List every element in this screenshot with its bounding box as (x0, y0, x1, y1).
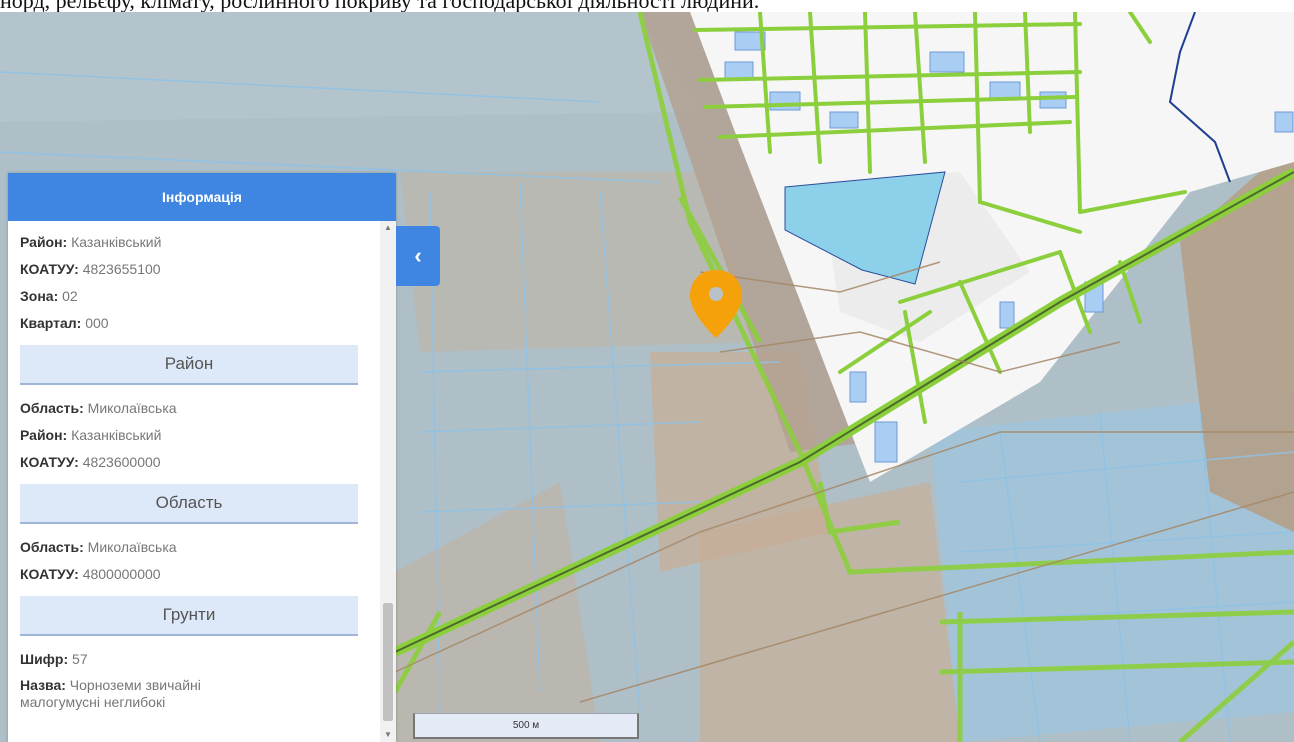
field-zona: Зона: 02 (20, 288, 78, 304)
section-header-rayon[interactable]: Район (20, 345, 358, 385)
field-oblast: Область: Миколаївська (20, 400, 177, 416)
field-koatuu: КОАТУУ: 4823600000 (20, 454, 161, 470)
scroll-up-arrow-icon[interactable]: ▲ (384, 223, 392, 232)
collapse-panel-button[interactable]: ‹ (396, 226, 440, 286)
field-nazva: Назва: Чорноземи звичайні малогумусні не… (20, 677, 201, 710)
info-panel-body: Район: Казанківський КОАТУУ: 4823655100 … (8, 221, 380, 742)
info-panel-header: Інформація (8, 173, 396, 221)
section-header-grunty[interactable]: Грунти (20, 596, 358, 636)
map-scale-bar: 500 м (413, 713, 639, 739)
map-canvas[interactable] (0, 12, 1294, 742)
map-pin-icon[interactable] (690, 270, 742, 338)
field-oblast: Область: Миколаївська (20, 539, 177, 555)
top-page-text-fragment: норд, рельєфу, клімату, рослинного покри… (0, 0, 1294, 12)
panel-scrollbar[interactable]: ▲ ▼ (380, 221, 396, 742)
section-header-oblast[interactable]: Область (20, 484, 358, 524)
map-layers (0, 12, 1294, 742)
field-kvartal: Квартал: 000 (20, 315, 109, 331)
field-rayon: Район: Казанківський (20, 234, 162, 250)
field-rayon: Район: Казанківський (20, 427, 162, 443)
scale-label: 500 м (512, 720, 540, 731)
field-koatuu: КОАТУУ: 4800000000 (20, 566, 161, 582)
field-koatuu: КОАТУУ: 4823655100 (20, 261, 161, 277)
info-panel: Інформація Район: Казанківський КОАТУУ: … (8, 173, 396, 742)
scroll-down-arrow-icon[interactable]: ▼ (384, 730, 392, 739)
field-shyfr: Шифр: 57 (20, 651, 88, 667)
scrollbar-thumb[interactable] (383, 603, 393, 721)
chevron-left-icon: ‹ (414, 243, 422, 268)
